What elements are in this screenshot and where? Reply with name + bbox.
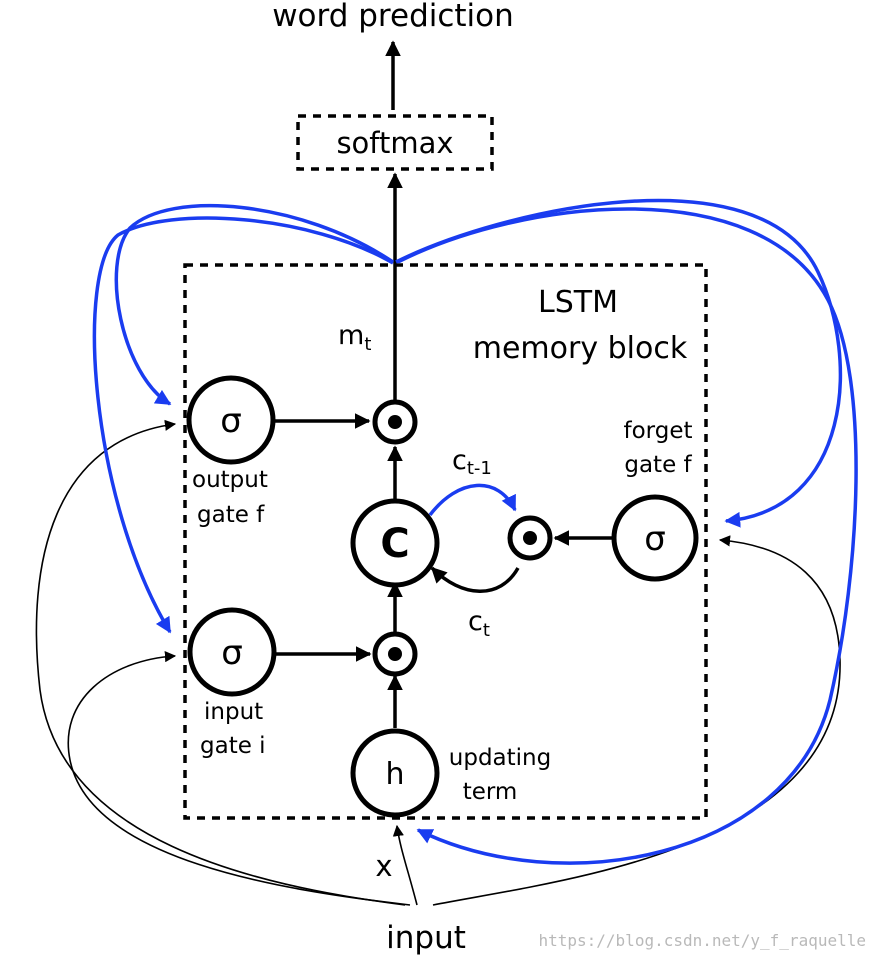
watermark: https://blog.csdn.net/y_f_raquelle bbox=[538, 931, 866, 950]
cell-node: C bbox=[350, 498, 440, 588]
c-t-base: c bbox=[468, 606, 483, 637]
updating-term-label-line1: updating bbox=[449, 745, 551, 771]
c-t-label: ct bbox=[468, 606, 490, 641]
input-to-output-gate-arrow bbox=[35, 419, 406, 906]
input-to-forget-gate-arrow bbox=[432, 535, 841, 906]
input-gate-label-line2: gate i bbox=[200, 733, 266, 759]
output-gate-sigma: σ bbox=[220, 401, 242, 441]
input-gate-label-line1: input bbox=[204, 699, 263, 725]
output-gate-label-line1: output bbox=[192, 467, 268, 493]
c-prev-sub: t-1 bbox=[467, 458, 492, 479]
lstm-memory-block bbox=[183, 263, 708, 820]
update-node: h bbox=[350, 728, 440, 818]
recurrent-to-output-gate-arrow bbox=[114, 203, 394, 406]
output-multiply-node bbox=[372, 399, 418, 445]
input-to-update-arrow bbox=[392, 824, 418, 906]
recurrent-to-update-arrow bbox=[397, 207, 858, 865]
softmax-box bbox=[296, 114, 494, 171]
input-to-input-gate-arrow bbox=[67, 651, 411, 906]
c-t-sub: t bbox=[483, 620, 490, 641]
updating-term-label-line2: term bbox=[463, 779, 518, 805]
forget-gate-label-line2: gate f bbox=[624, 452, 692, 478]
forget-gate-label-line1: forget bbox=[624, 418, 693, 444]
x-label: x bbox=[375, 849, 392, 883]
memory-block-title: memory block bbox=[473, 331, 688, 366]
word-prediction-label: word prediction bbox=[272, 0, 514, 34]
lstm-title: LSTM bbox=[538, 285, 618, 320]
c-prev-arrow bbox=[428, 483, 517, 517]
update-label: h bbox=[385, 757, 404, 792]
cell-label: C bbox=[380, 521, 409, 567]
softmax-label: softmax bbox=[336, 126, 453, 160]
output-gate-label-line2: gate f bbox=[197, 502, 265, 528]
m-t-base: m bbox=[338, 320, 364, 351]
m-t-label: mt bbox=[338, 320, 371, 355]
input-gate-node: σ bbox=[187, 607, 277, 697]
m-t-sub: t bbox=[364, 334, 371, 355]
input-multiply-node bbox=[372, 631, 418, 677]
output-gate-node: σ bbox=[186, 375, 276, 465]
ct-feedback-arrow bbox=[430, 566, 520, 593]
forget-gate-sigma: σ bbox=[644, 519, 666, 559]
c-prev-base: c bbox=[452, 445, 467, 476]
c-prev-label: ct-1 bbox=[452, 445, 492, 479]
forget-gate-node: σ bbox=[611, 494, 699, 582]
forget-multiply-node bbox=[507, 515, 553, 561]
recurrent-to-forget-gate-arrow bbox=[395, 198, 843, 528]
input-gate-sigma: σ bbox=[221, 633, 243, 673]
input-label: input bbox=[386, 920, 466, 956]
recurrent-to-input-gate-arrow bbox=[92, 216, 394, 634]
